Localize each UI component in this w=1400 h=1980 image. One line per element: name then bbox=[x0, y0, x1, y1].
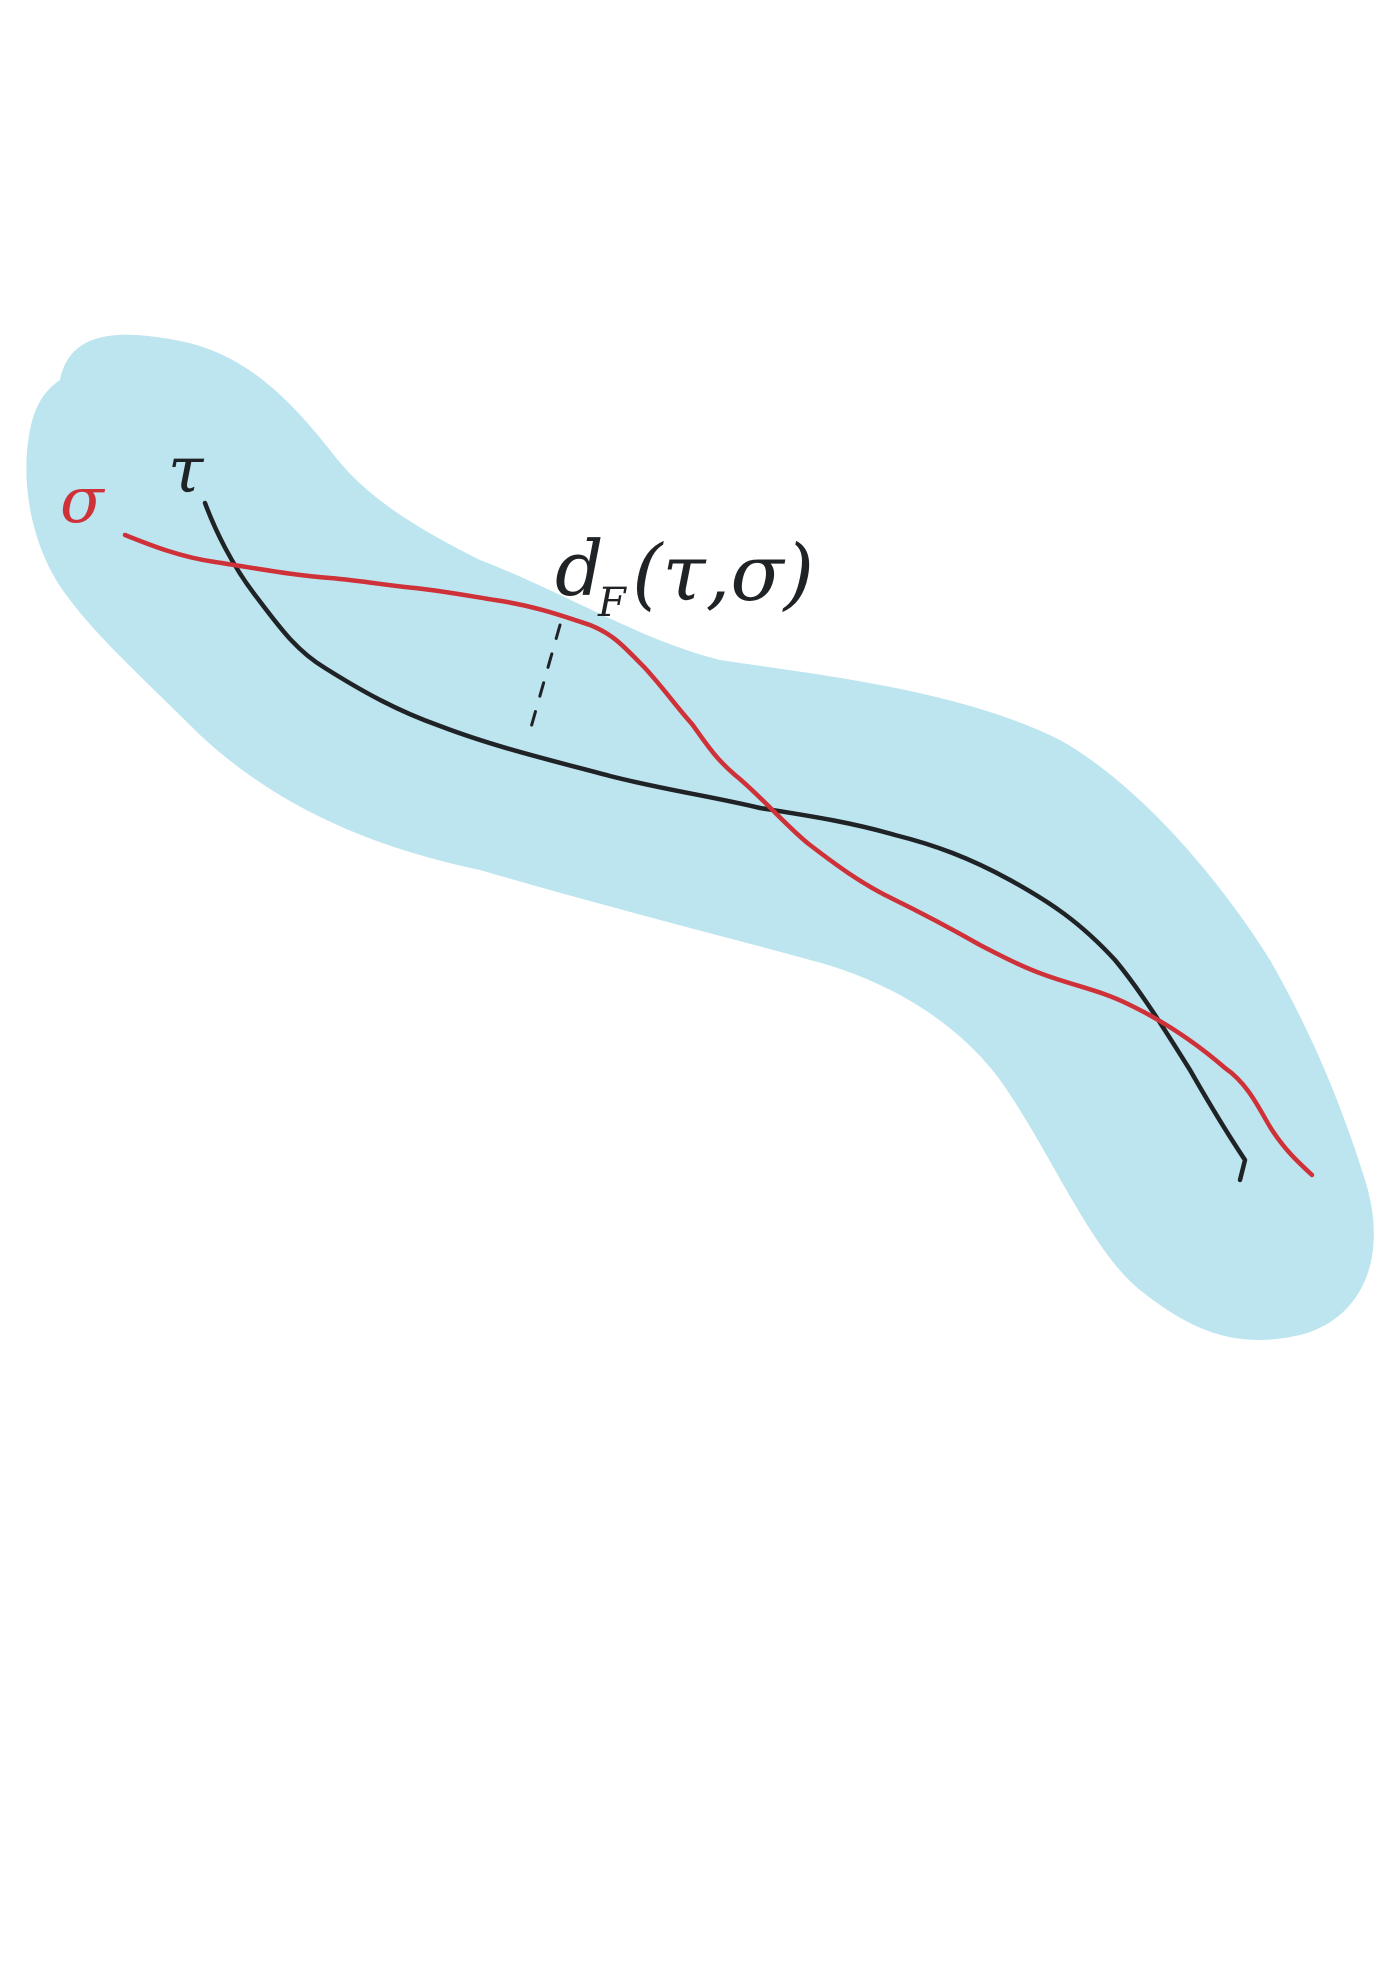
tube-region bbox=[26, 334, 1374, 1340]
tau-curve bbox=[202, 500, 1248, 1183]
distance-d-label: d bbox=[555, 524, 604, 613]
distance-subscript-label: F bbox=[597, 580, 627, 626]
distance-args-label: (τ,σ) bbox=[632, 529, 814, 619]
sigma-label: σ bbox=[60, 464, 106, 538]
frechet-distance-label: d F (τ,σ) bbox=[555, 524, 814, 626]
tau-label: τ bbox=[168, 434, 205, 508]
sigma-curve bbox=[122, 532, 1315, 1178]
distance-dashed-line bbox=[526, 623, 562, 740]
